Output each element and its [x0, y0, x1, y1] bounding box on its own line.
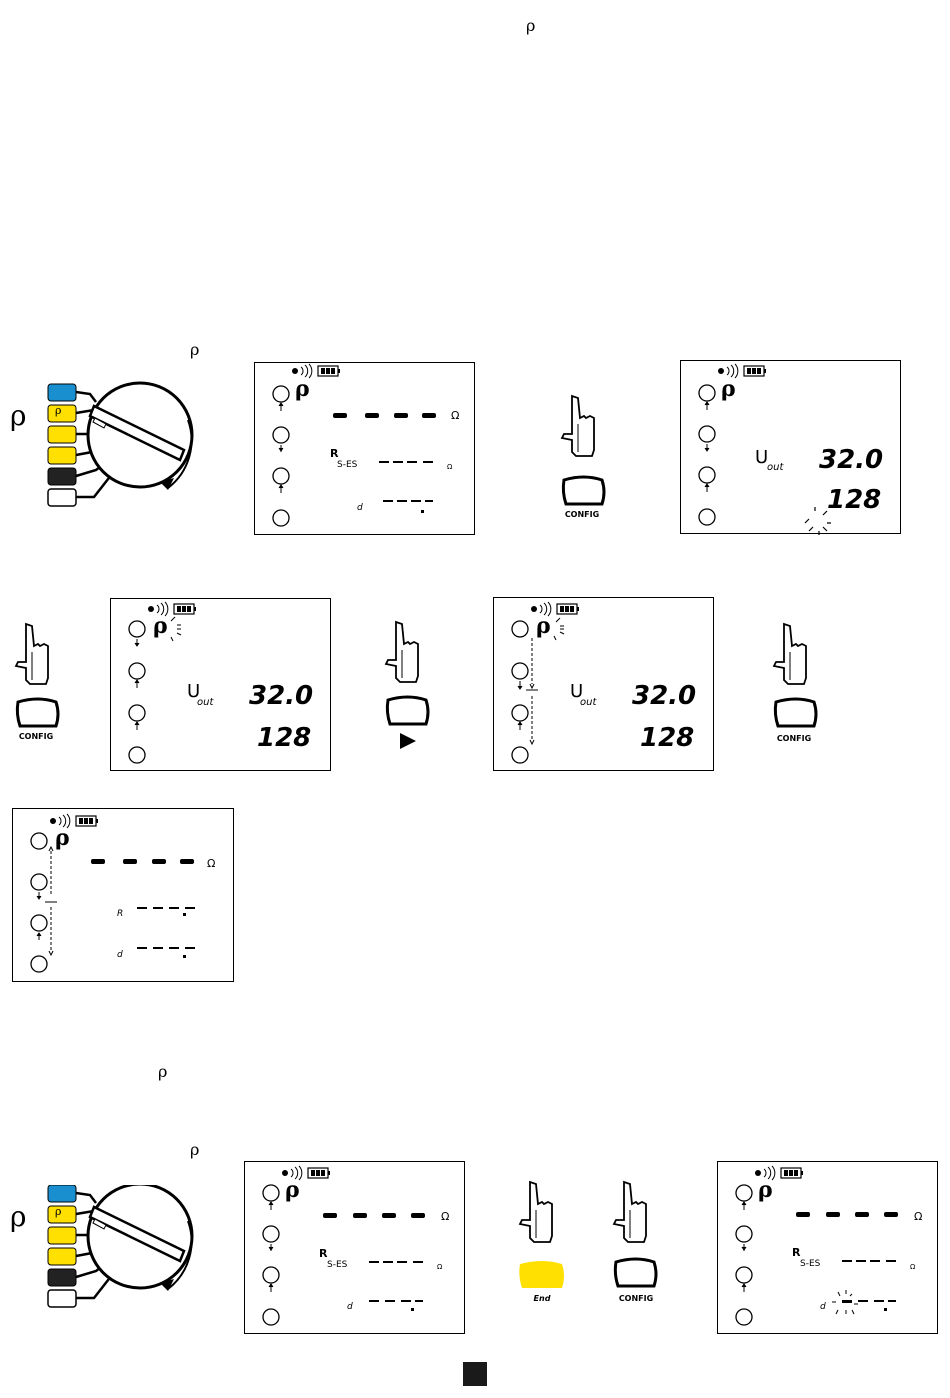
end-button-label: End — [512, 1294, 572, 1303]
lcd-rho-label: ρ — [758, 1177, 773, 1203]
lcd-value-top: 32.0 — [632, 681, 696, 711]
config-button-label: CONFIG — [552, 510, 612, 519]
next-arrow-button[interactable] — [378, 620, 438, 754]
lcd-screen-result: ρ Ω R d — [12, 808, 234, 982]
section4-rho-symbol-b: ρ — [190, 1142, 199, 1158]
lcd-screen-output-b: ρ U out 32.0 128 — [493, 597, 714, 771]
config-button-step3[interactable]: CONFIG — [766, 622, 826, 750]
lcd-screen-output-a: ρ U out 32.0 128 — [110, 598, 331, 771]
lcd-d-label: d — [117, 950, 123, 960]
play-icon — [398, 732, 418, 750]
lcd-s-es-label: S-ES — [327, 1260, 347, 1270]
lcd-u-subscript: out — [197, 697, 213, 708]
lcd-rho-label: ρ — [153, 613, 168, 639]
lcd-ohm-unit: Ω — [914, 1210, 922, 1223]
switch-position-rho: ρ — [55, 1205, 61, 1218]
lcd-screen-final: ρ Ω R S-ES Ω d — [717, 1161, 938, 1334]
lcd-value-bottom: 128 — [827, 485, 881, 515]
lcd-ohm-unit: Ω — [207, 857, 215, 870]
page-marker — [463, 1362, 487, 1386]
lcd-small-ohm: Ω — [447, 463, 452, 471]
config-button-step4[interactable]: CONFIG — [606, 1180, 666, 1308]
lcd-small-ohm: Ω — [910, 1263, 915, 1271]
lcd-s-es-label: S-ES — [800, 1259, 820, 1269]
end-button[interactable]: End — [512, 1180, 572, 1308]
lcd-d-label: d — [357, 503, 363, 513]
rotary-switch[interactable]: ρ ρ — [10, 1185, 210, 1315]
lcd-r-label: R — [117, 909, 123, 919]
lcd-u-subscript: out — [767, 462, 783, 473]
lcd-ohm-unit: Ω — [451, 409, 459, 422]
lcd-u-subscript: out — [580, 697, 596, 708]
rotary-switch[interactable]: ρ ρ — [10, 380, 210, 510]
lcd-value-top: 32.0 — [249, 681, 313, 711]
config-button-step2[interactable]: CONFIG — [8, 622, 68, 750]
header-rho-symbol: ρ — [526, 18, 535, 34]
lcd-d-label: d — [347, 1302, 353, 1312]
config-button-step1[interactable]: CONFIG — [554, 394, 614, 522]
lcd-value-top: 32.0 — [819, 445, 883, 475]
config-button-label: CONFIG — [6, 732, 66, 741]
lcd-rho-label: ρ — [295, 376, 310, 402]
lcd-d-label: d — [820, 1302, 826, 1312]
lcd-screen-initial: ρ Ω R S-ES Ω d — [254, 362, 475, 535]
lcd-rho-label: ρ — [536, 613, 551, 639]
lcd-ohm-unit: Ω — [441, 1210, 449, 1223]
lcd-r-label: R — [792, 1246, 800, 1259]
lcd-rho-label: ρ — [285, 1177, 300, 1203]
lcd-screen-initial: ρ Ω R S-ES Ω d — [244, 1161, 465, 1334]
switch-position-rho: ρ — [55, 404, 61, 417]
lcd-s-es-label: S-ES — [337, 460, 357, 470]
lcd-value-bottom: 128 — [257, 723, 311, 753]
config-button-label: CONFIG — [764, 734, 824, 743]
lcd-rho-label: ρ — [55, 825, 70, 851]
lcd-small-ohm: Ω — [437, 1263, 442, 1271]
lcd-value-bottom: 128 — [640, 723, 694, 753]
lcd-rho-label: ρ — [721, 376, 736, 402]
lcd-screen-config: ρ U out 32.0 128 — [680, 360, 901, 534]
lcd-r-label: R — [319, 1247, 327, 1260]
section1-rho-symbol: ρ — [190, 342, 199, 358]
config-button-label: CONFIG — [606, 1294, 666, 1303]
section4-rho-symbol-a: ρ — [158, 1064, 167, 1080]
lcd-r-label: R — [330, 447, 338, 460]
